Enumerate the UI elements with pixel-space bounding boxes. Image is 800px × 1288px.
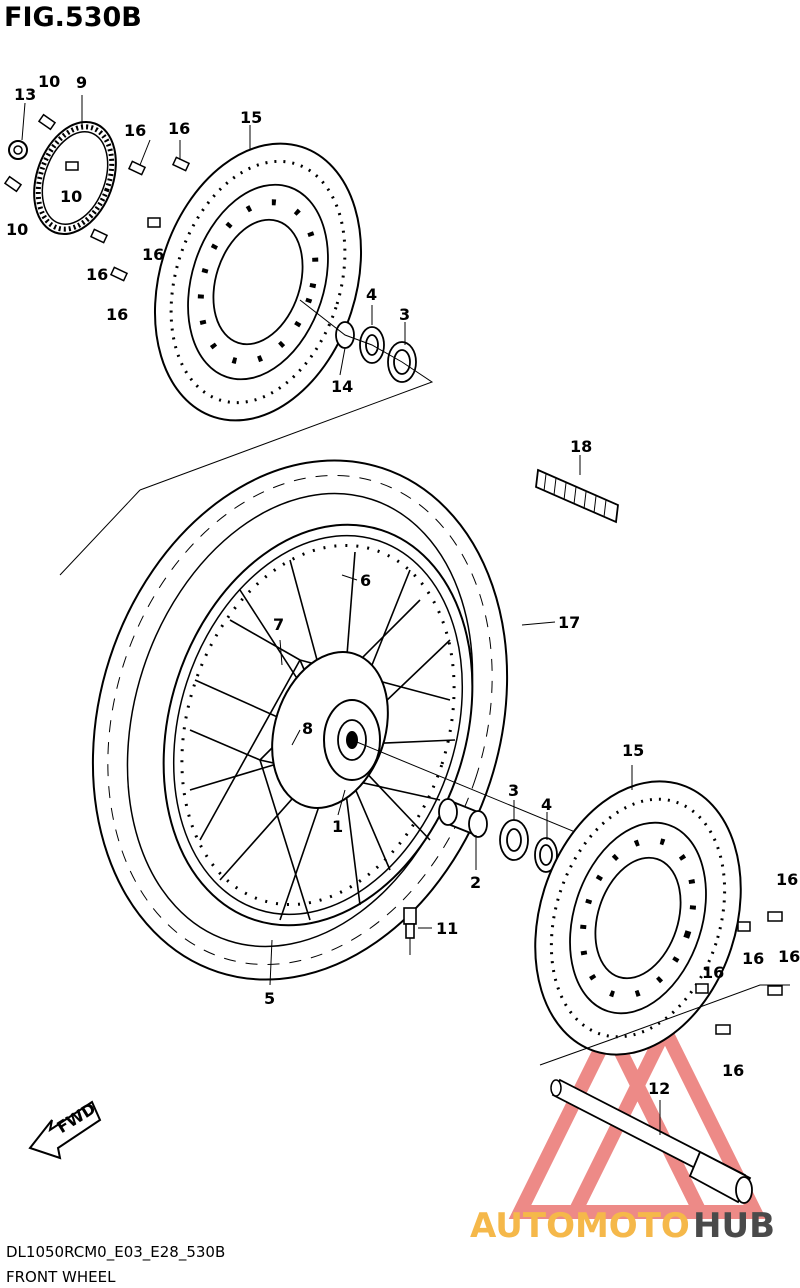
bolt-icon-set: [3, 113, 191, 282]
callout-1: 1: [332, 817, 343, 836]
valve-icon: [403, 907, 417, 955]
bearing-set-top: [335, 321, 417, 383]
callout-16: 16: [722, 1061, 744, 1080]
tone-ring: [33, 120, 117, 236]
callout-16: 16: [86, 265, 108, 284]
nut-icon: [8, 140, 28, 160]
callout-16: 16: [778, 947, 800, 966]
callout-16: 16: [702, 963, 724, 982]
boundary-line-right: [539, 984, 790, 1066]
watermark-part2: HUB: [693, 1206, 775, 1246]
callout-7: 7: [273, 615, 284, 634]
front-axle: [550, 1078, 753, 1204]
callout-13: 13: [14, 85, 36, 104]
fwd-arrow-icon: FWD: [28, 1099, 102, 1160]
callout-2: 2: [470, 873, 481, 892]
callout-9: 9: [76, 73, 87, 92]
callout-14: 14: [331, 377, 353, 396]
callout-4: 4: [366, 285, 377, 304]
callout-8: 8: [302, 719, 313, 738]
callout-10: 10: [38, 72, 60, 91]
callout-18: 18: [570, 437, 592, 456]
bolt-icon-set-right: [695, 911, 783, 1035]
boundary-line: [59, 489, 141, 576]
callout-16: 16: [142, 245, 164, 264]
callout-5: 5: [264, 989, 275, 1008]
figure-code: DL1050RCM0_E03_E28_530B: [6, 1243, 226, 1261]
brake-disc-left: [153, 142, 363, 422]
callout-16: 16: [742, 949, 764, 968]
callout-6: 6: [360, 571, 371, 590]
callout-15: 15: [240, 108, 262, 127]
balance-weight-strip: [535, 468, 619, 524]
callout-10: 10: [60, 187, 82, 206]
wheel-hub: [271, 651, 389, 809]
callout-16: 16: [168, 119, 190, 138]
axis-line-top: [139, 299, 434, 491]
callout-3: 3: [508, 781, 519, 800]
callout-10: 10: [6, 220, 28, 239]
callout-3: 3: [399, 305, 410, 324]
figure-title: FIG.530B: [4, 2, 142, 33]
callout-17: 17: [558, 613, 580, 632]
callout-11: 11: [436, 919, 458, 938]
callout-15: 15: [622, 741, 644, 760]
watermark-text: AUTOMOTO HUB: [470, 1206, 775, 1246]
bearing-set-right: [438, 798, 558, 873]
brake-disc-right: [534, 780, 742, 1056]
callout-12: 12: [648, 1079, 670, 1098]
callout-16: 16: [776, 870, 798, 889]
figure-name: FRONT WHEEL: [6, 1268, 116, 1286]
callout-16: 16: [106, 305, 128, 324]
callout-16: 16: [124, 121, 146, 140]
leader-lines: [21, 95, 661, 1135]
callout-labels: 10 9 13 16 16 15 10 10 16 16 16 4 3 14 1…: [6, 72, 800, 1098]
callout-4: 4: [541, 795, 552, 814]
watermark-part1: AUTOMOTO: [470, 1206, 690, 1246]
